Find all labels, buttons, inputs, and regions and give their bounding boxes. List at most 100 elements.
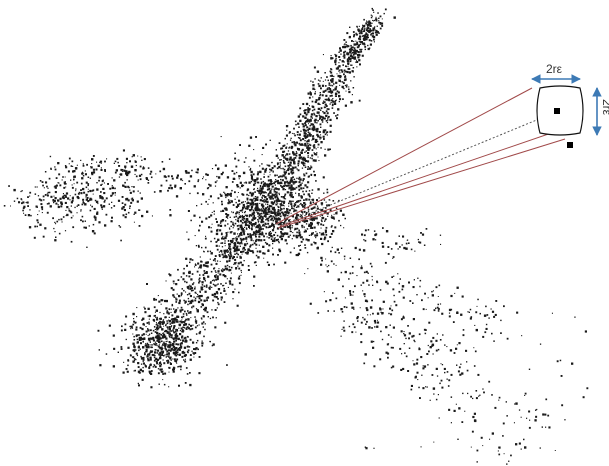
- cloud-point: [154, 331, 157, 333]
- cloud-point: [80, 189, 82, 191]
- cloud-point: [160, 184, 163, 187]
- cloud-point: [91, 173, 94, 176]
- cloud-point: [399, 246, 401, 248]
- cloud-point: [122, 214, 125, 217]
- cloud-point: [162, 343, 164, 345]
- cloud-point: [171, 349, 173, 351]
- cloud-point: [219, 193, 222, 195]
- cloud-point: [281, 211, 284, 214]
- cloud-point: [170, 334, 173, 337]
- cloud-point: [230, 220, 233, 223]
- cloud-point: [178, 346, 181, 349]
- cloud-point: [294, 144, 297, 147]
- cloud-point: [139, 178, 142, 181]
- cloud-point: [194, 352, 197, 354]
- cloud-point: [335, 85, 338, 88]
- cloud-point: [166, 310, 168, 312]
- cloud-point: [150, 337, 153, 340]
- cloud-point: [144, 307, 146, 310]
- cloud-point: [321, 121, 324, 123]
- camera-center-point: [554, 108, 560, 114]
- cloud-point: [71, 186, 74, 189]
- cloud-point: [308, 108, 311, 111]
- cloud-point: [380, 311, 382, 313]
- cloud-point: [294, 166, 297, 169]
- cloud-point: [273, 189, 275, 191]
- cloud-point: [145, 345, 148, 348]
- cloud-point: [265, 167, 268, 170]
- cloud-point: [320, 227, 322, 229]
- cloud-point: [229, 282, 232, 285]
- cloud-point: [353, 33, 356, 36]
- cloud-point: [316, 130, 319, 133]
- cloud-point: [209, 195, 212, 198]
- cloud-point: [191, 273, 194, 275]
- cloud-point: [147, 335, 149, 337]
- cloud-point: [127, 346, 130, 349]
- cloud-point: [318, 197, 320, 199]
- cloud-point: [250, 177, 253, 180]
- cloud-point: [304, 206, 306, 209]
- cloud-point: [214, 181, 217, 184]
- cloud-point: [333, 112, 335, 114]
- cloud-point: [265, 143, 267, 146]
- cloud-point: [216, 233, 218, 235]
- cloud-point: [346, 51, 348, 53]
- cloud-point: [255, 238, 258, 241]
- cloud-point: [135, 326, 138, 329]
- cloud-point: [218, 254, 221, 256]
- cloud-point: [133, 339, 136, 341]
- cloud-point: [282, 150, 285, 153]
- cloud-point: [187, 238, 190, 241]
- cloud-point: [295, 186, 298, 189]
- cloud-point: [267, 249, 270, 252]
- cloud-point: [266, 189, 269, 191]
- cloud-point: [300, 196, 303, 199]
- cloud-point: [338, 199, 340, 202]
- cloud-point: [150, 329, 152, 332]
- cloud-point: [319, 115, 322, 118]
- cloud-point: [114, 160, 117, 163]
- cloud-point: [283, 161, 285, 164]
- cloud-point: [223, 249, 226, 252]
- cloud-point: [138, 174, 142, 177]
- cloud-point: [351, 40, 353, 42]
- cloud-point: [261, 163, 263, 165]
- cloud-point: [337, 66, 339, 68]
- cloud-point: [273, 202, 276, 204]
- cloud-point: [256, 179, 258, 181]
- cloud-point: [346, 70, 349, 74]
- cloud-point: [266, 198, 268, 201]
- cloud-point: [289, 224, 292, 227]
- cloud-point: [198, 295, 201, 297]
- cloud-point: [170, 287, 173, 290]
- cloud-point: [324, 79, 327, 81]
- cloud-point: [176, 174, 179, 177]
- cloud-point: [257, 226, 260, 229]
- cloud-point: [210, 230, 213, 233]
- cloud-point: [219, 222, 222, 224]
- cloud-point: [223, 207, 226, 210]
- cloud-point: [154, 328, 156, 330]
- cloud-point: [185, 291, 187, 293]
- cloud-point: [276, 204, 278, 206]
- cloud-point: [266, 200, 269, 203]
- cloud-point: [224, 220, 227, 222]
- cloud-point: [168, 335, 171, 338]
- cloud-point: [271, 186, 274, 188]
- cloud-point: [171, 321, 174, 324]
- cloud-point: [450, 294, 453, 298]
- cloud-point: [263, 195, 265, 197]
- cloud-point: [224, 237, 227, 240]
- cloud-point: [132, 154, 135, 157]
- cloud-point: [483, 314, 487, 317]
- cloud-point: [180, 276, 183, 278]
- cloud-point: [340, 224, 342, 227]
- cloud-point: [276, 234, 279, 237]
- cloud-point: [181, 355, 184, 358]
- cloud-point: [83, 191, 86, 194]
- cloud-point: [120, 239, 122, 242]
- cloud-point: [343, 87, 345, 90]
- cloud-point: [162, 344, 164, 346]
- cloud-point: [322, 116, 325, 119]
